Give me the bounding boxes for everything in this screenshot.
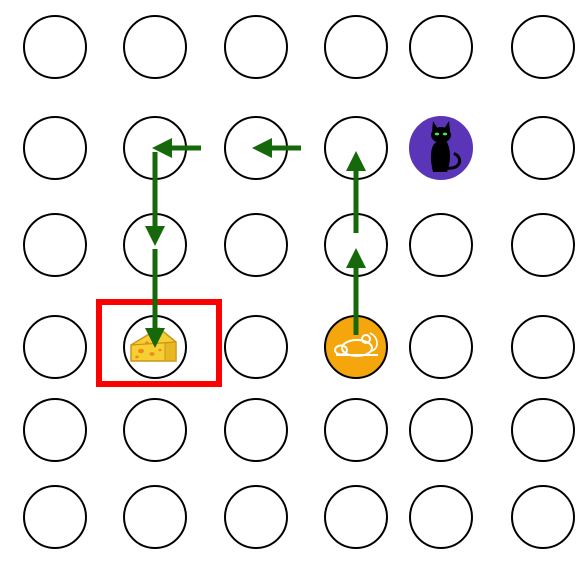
grid-cell[interactable] xyxy=(324,398,388,462)
empty-cell[interactable] xyxy=(123,116,187,180)
grid-cell[interactable] xyxy=(224,315,288,379)
grid-cell[interactable] xyxy=(23,116,87,180)
empty-cell[interactable] xyxy=(324,213,388,277)
grid-cell[interactable] xyxy=(224,485,288,549)
grid-cell[interactable] xyxy=(409,485,473,549)
empty-cell[interactable] xyxy=(409,315,473,379)
grid-cell[interactable] xyxy=(123,398,187,462)
empty-cell[interactable] xyxy=(224,15,288,79)
empty-cell[interactable] xyxy=(23,315,87,379)
empty-cell[interactable] xyxy=(224,398,288,462)
empty-cell[interactable] xyxy=(511,213,575,277)
empty-cell[interactable] xyxy=(324,15,388,79)
grid-cell[interactable] xyxy=(511,315,575,379)
grid-cell[interactable] xyxy=(511,116,575,180)
empty-cell[interactable] xyxy=(224,213,288,277)
grid-cell[interactable] xyxy=(224,398,288,462)
grid-cell[interactable] xyxy=(23,485,87,549)
empty-cell[interactable] xyxy=(23,116,87,180)
grid-cell[interactable] xyxy=(324,485,388,549)
grid-cell[interactable] xyxy=(224,213,288,277)
grid-cell[interactable] xyxy=(409,315,473,379)
grid-cell[interactable] xyxy=(324,116,388,180)
empty-cell[interactable] xyxy=(23,15,87,79)
grid-cell[interactable] xyxy=(324,315,388,379)
empty-cell[interactable] xyxy=(123,485,187,549)
empty-cell[interactable] xyxy=(324,485,388,549)
grid-cell[interactable] xyxy=(123,485,187,549)
grid-cell[interactable] xyxy=(511,213,575,277)
grid-cell[interactable] xyxy=(224,15,288,79)
empty-cell[interactable] xyxy=(324,116,388,180)
mouse-token[interactable] xyxy=(324,315,388,379)
empty-cell[interactable] xyxy=(409,485,473,549)
grid-cell[interactable] xyxy=(511,15,575,79)
grid-cell[interactable] xyxy=(409,213,473,277)
grid-cell[interactable] xyxy=(123,315,187,379)
empty-cell[interactable] xyxy=(23,398,87,462)
empty-cell[interactable] xyxy=(224,315,288,379)
grid-cell[interactable] xyxy=(324,213,388,277)
grid-cell[interactable] xyxy=(511,398,575,462)
grid-cell[interactable] xyxy=(23,15,87,79)
empty-cell[interactable] xyxy=(511,398,575,462)
empty-cell[interactable] xyxy=(409,15,473,79)
empty-cell[interactable] xyxy=(511,116,575,180)
grid-cell[interactable] xyxy=(23,315,87,379)
grid-cell[interactable] xyxy=(511,485,575,549)
grid-cell[interactable] xyxy=(409,15,473,79)
grid-cell[interactable] xyxy=(123,213,187,277)
empty-cell[interactable] xyxy=(511,315,575,379)
empty-cell[interactable] xyxy=(324,398,388,462)
grid-cell[interactable] xyxy=(409,116,473,180)
empty-cell[interactable] xyxy=(511,485,575,549)
grid-cell[interactable] xyxy=(23,398,87,462)
grid-cell[interactable] xyxy=(324,15,388,79)
grid-cell[interactable] xyxy=(409,398,473,462)
empty-cell[interactable] xyxy=(224,485,288,549)
empty-cell[interactable] xyxy=(511,15,575,79)
grid-cell[interactable] xyxy=(123,116,187,180)
empty-cell[interactable] xyxy=(224,116,288,180)
empty-cell[interactable] xyxy=(123,398,187,462)
empty-cell[interactable] xyxy=(23,213,87,277)
empty-cell[interactable] xyxy=(23,485,87,549)
cat-icon xyxy=(430,121,462,172)
empty-cell[interactable] xyxy=(123,213,187,277)
empty-cell[interactable] xyxy=(409,398,473,462)
grid-cell[interactable] xyxy=(224,116,288,180)
grid-cell[interactable] xyxy=(23,213,87,277)
grid-cell[interactable] xyxy=(123,15,187,79)
mouse-icon xyxy=(334,332,378,357)
empty-cell[interactable] xyxy=(409,213,473,277)
empty-cell[interactable] xyxy=(123,15,187,79)
